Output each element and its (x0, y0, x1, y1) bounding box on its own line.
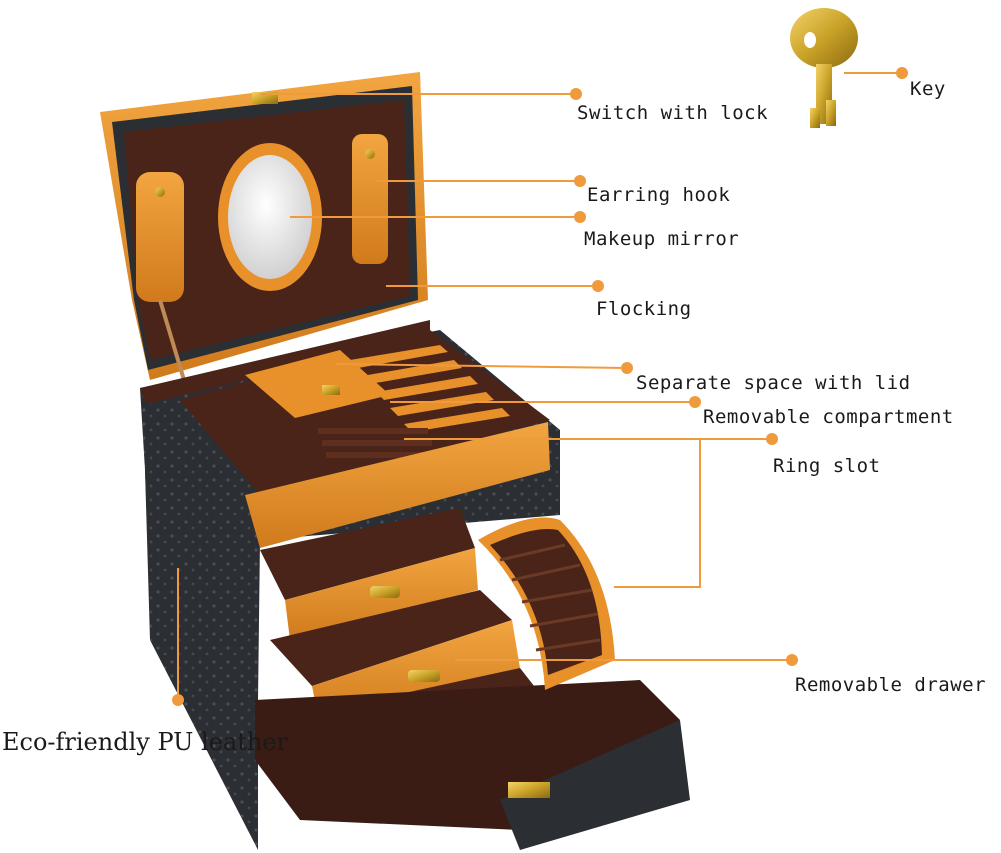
label-flocking: Flocking (596, 298, 692, 320)
drawers (255, 508, 690, 850)
label-eco-friendly-pu-leather: Eco-friendly PU leather (2, 728, 288, 756)
leader-dots (172, 67, 908, 706)
label-removable-drawer: Removable drawer (795, 674, 987, 696)
label-separate-space-with-lid: Separate space with lid (636, 372, 911, 394)
leader-lines (177, 72, 902, 700)
label-switch-with-lock: Switch with lock (577, 102, 769, 124)
label-earring-hook: Earring hook (587, 184, 731, 206)
label-removable-compartment: Removable compartment (703, 406, 954, 428)
key-image (790, 8, 858, 128)
label-makeup-mirror: Makeup mirror (584, 228, 740, 250)
makeup-mirror (218, 143, 322, 291)
top-tray (180, 330, 550, 548)
label-key: Key (910, 78, 946, 100)
label-ring-slot: Ring slot (773, 455, 881, 477)
removable-ring-drawer (478, 517, 615, 690)
